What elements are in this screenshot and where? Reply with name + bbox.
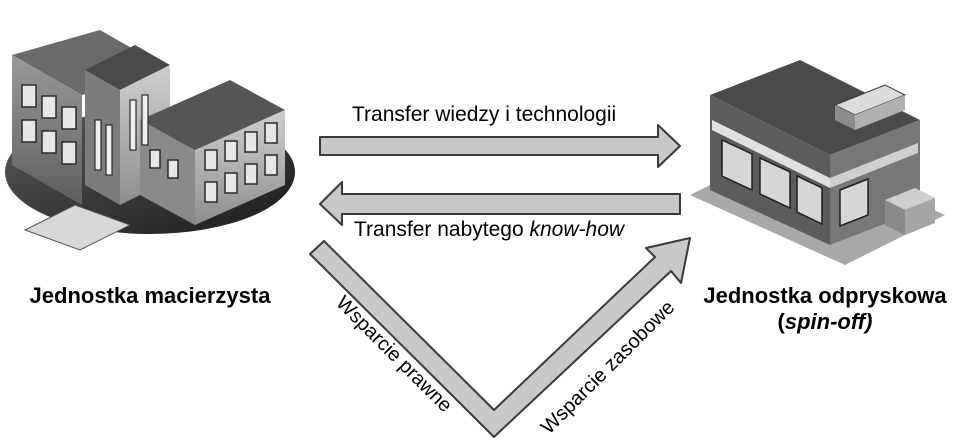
arrow-knowledge-transfer [319,124,681,168]
spinoff-unit-label-line2: (spin-off) [690,309,960,335]
spinoff-unit-label: Jednostka odpryskowa (spin-off) [690,283,960,335]
knowledge-transfer-label: Transfer wiedzy i technologii [352,103,617,126]
parent-unit-label: Jednostka macierzysta [29,283,271,308]
arrow-knowhow-transfer [319,181,681,226]
arrow-v-support [309,237,691,438]
knowhow-transfer-label-italic: know-how [529,218,625,241]
knowhow-transfer-label-plain: Transfer nabytego [354,218,530,241]
spinoff-unit-label-line1: Jednostka odpryskowa [703,283,947,308]
knowhow-transfer-label: Transfer nabytego know-how [354,218,624,242]
spinoff-unit-label-open-paren: ( [777,309,785,334]
parent-building-icon [5,30,295,251]
spinoff-building-icon [690,60,945,265]
spinoff-unit-label-italic: spin-off) [784,309,873,334]
